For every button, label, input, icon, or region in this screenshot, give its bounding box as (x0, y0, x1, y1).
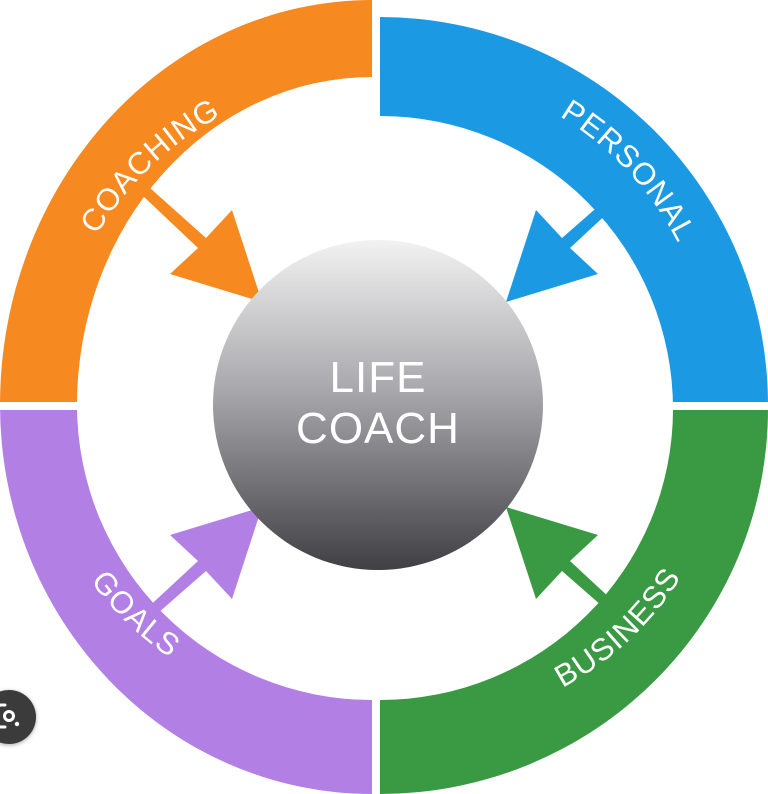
arrow-business (506, 507, 625, 620)
center-title-line1: LIFE (330, 353, 427, 402)
center-title-line2: COACH (296, 404, 460, 453)
ring-segment-business (380, 409, 768, 794)
center-circle (213, 240, 543, 570)
arrow-personal (506, 189, 625, 302)
ring-segment-personal (380, 17, 768, 409)
ring-segment-goals (0, 405, 372, 794)
ring-segment-coaching (0, 0, 372, 405)
arrow-goals (143, 507, 262, 620)
separator-vertical-top (372, 0, 380, 118)
google-lens-icon (0, 703, 20, 729)
arrow-coaching (143, 188, 262, 302)
separator-vertical-bottom (372, 698, 380, 794)
